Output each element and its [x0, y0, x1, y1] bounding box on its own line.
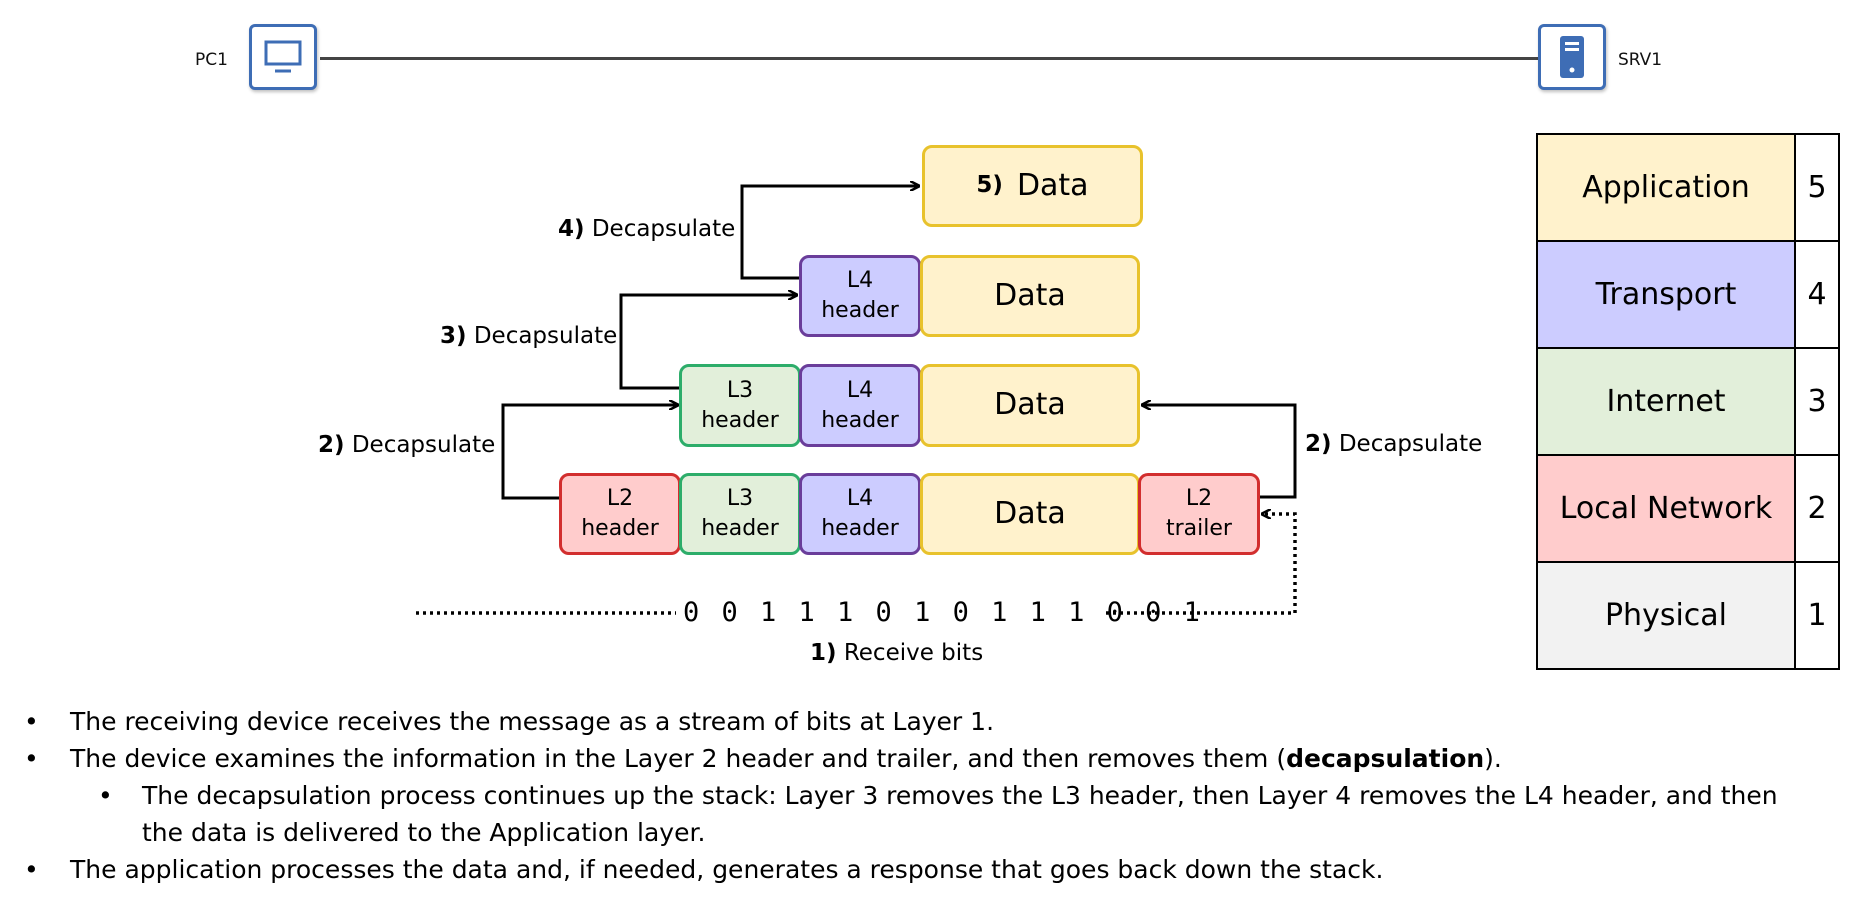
step4-number: 4) — [558, 216, 585, 242]
step2-right-label: 2) Decapsulate — [1305, 431, 1482, 457]
layer-row-application: Application 5 — [1536, 133, 1840, 242]
data-label: Data — [994, 387, 1066, 423]
step4-text: Decapsulate — [591, 216, 736, 242]
l4-label: L4 — [846, 486, 874, 512]
bullet-text-line: the data is delivered to the Application… — [142, 818, 706, 847]
bullet-bold-term: decapsulation — [1286, 744, 1485, 773]
network-link — [320, 57, 1539, 60]
l4-header-box: L4 header — [799, 473, 921, 555]
l3-header-box: L3 header — [679, 473, 801, 555]
step3-label: 3) Decapsulate — [440, 323, 617, 349]
header-label: header — [581, 516, 659, 541]
step2-text: Decapsulate — [1338, 431, 1483, 457]
step5-label: 5) — [976, 172, 1003, 199]
layer-number: 5 — [1794, 133, 1840, 242]
layer-name: Internet — [1536, 347, 1796, 456]
layer-name: Application — [1536, 133, 1796, 242]
header-label: header — [821, 516, 899, 541]
header-label: header — [701, 407, 779, 433]
header-label: header — [821, 407, 899, 433]
layer-row-internet: Internet 3 — [1536, 347, 1840, 456]
layer-number: 3 — [1794, 347, 1840, 456]
step1-text: Receive bits — [843, 640, 984, 666]
l4-header-box: L4 header — [799, 364, 921, 447]
bullet-text-line: The decapsulation process continues up t… — [142, 781, 1778, 810]
bit-stream: 0 0 1 1 1 0 1 0 1 1 1 0 0 1 — [683, 597, 1203, 628]
step2-number: 2) — [1305, 431, 1332, 457]
bullet-text: The application processes the data and, … — [70, 855, 1384, 884]
step3-number: 3) — [440, 323, 467, 349]
bullet-item: • The receiving device receives the mess… — [24, 703, 1844, 740]
data-label: Data — [994, 495, 1066, 531]
step3-text: Decapsulate — [473, 323, 618, 349]
layer-name: Local Network — [1536, 454, 1796, 563]
data-box: Data — [920, 255, 1140, 337]
server-icon[interactable] — [1538, 24, 1606, 90]
layer-row-physical: Physical 1 — [1536, 561, 1840, 670]
bullet-marker: • — [24, 707, 39, 736]
layer-name: Physical — [1536, 561, 1796, 670]
l3-label: L3 — [726, 377, 754, 403]
bullet-marker: • — [24, 744, 39, 773]
layer-row-local-network: Local Network 2 — [1536, 454, 1840, 563]
step4-label: 4) Decapsulate — [558, 216, 735, 242]
step2-left-label: 2) Decapsulate — [318, 432, 495, 458]
bullet-marker: • — [98, 781, 113, 810]
data-box: Data — [920, 473, 1140, 555]
step2-text: Decapsulate — [351, 432, 496, 458]
header-label: header — [701, 516, 779, 541]
l4-label: L4 — [846, 377, 874, 403]
layer-row-transport: Transport 4 — [1536, 240, 1840, 349]
bullet-item: • The application processes the data and… — [24, 851, 1844, 888]
header-label: header — [821, 298, 899, 323]
bullet-text: The receiving device receives the messag… — [70, 707, 995, 736]
l3-label: L3 — [726, 486, 754, 512]
layer-name: Transport — [1536, 240, 1796, 349]
l2-label: L2 — [606, 486, 634, 512]
bullet-list: • The receiving device receives the mess… — [24, 703, 1844, 888]
l4-header-box: L4 header — [799, 255, 921, 337]
bullet-text: ). — [1484, 744, 1502, 773]
l3-header-box: L3 header — [679, 364, 801, 447]
trailer-label: trailer — [1166, 516, 1232, 541]
data-box: Data — [920, 364, 1140, 447]
pc1-label: PC1 — [195, 50, 228, 70]
data-label: Data — [1016, 167, 1089, 203]
app-data-box: 5) Data — [922, 145, 1143, 227]
bullet-item: • The device examines the information in… — [24, 740, 1844, 777]
l2-trailer-box: L2 trailer — [1138, 473, 1260, 555]
desktop-pc-icon[interactable] — [249, 24, 317, 90]
bullet-text: The device examines the information in t… — [70, 744, 1287, 773]
l4-label: L4 — [846, 268, 874, 294]
step1-number: 1) — [810, 640, 837, 666]
layer-number: 1 — [1794, 561, 1840, 670]
tcp-ip-layer-table: Application 5 Transport 4 Internet 3 Loc… — [1536, 133, 1840, 670]
step2-number: 2) — [318, 432, 345, 458]
layer-number: 4 — [1794, 240, 1840, 349]
sub-bullet-item: • The decapsulation process continues up… — [24, 777, 1844, 851]
data-label: Data — [994, 277, 1066, 313]
l2-header-box: L2 header — [559, 473, 681, 555]
layer-number: 2 — [1794, 454, 1840, 563]
srv1-label: SRV1 — [1618, 50, 1663, 70]
bullet-marker: • — [24, 855, 39, 884]
step1-label: 1) Receive bits — [810, 640, 983, 666]
l2-label: L2 — [1185, 486, 1213, 512]
